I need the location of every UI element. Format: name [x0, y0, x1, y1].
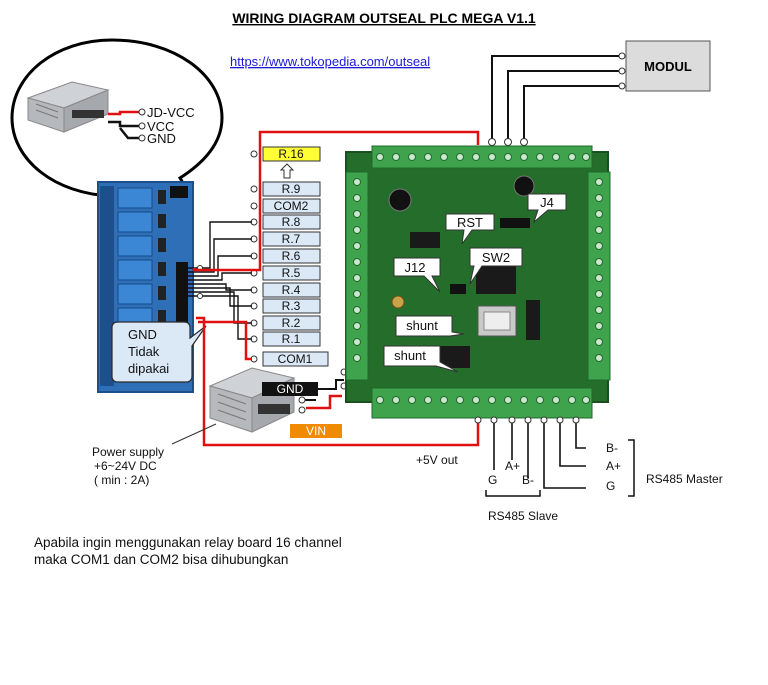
rs485-slave-bracket — [485, 490, 541, 497]
callout-sw2-label: SW2 — [482, 250, 510, 265]
terminal-label-com2: COM2 — [274, 199, 309, 213]
terminal-label-r8: R.8 — [282, 215, 301, 229]
ps-caption: Power supply +6~24V DC ( min : 2A) — [92, 445, 164, 487]
rs485-slave-g: G — [488, 473, 497, 487]
terminal-label-r7: R.7 — [282, 232, 301, 246]
modul-pins — [488, 52, 626, 146]
callout-j4-label: J4 — [540, 195, 554, 210]
ps-gnd-label: GND — [277, 382, 304, 396]
terminal-label-com1: COM1 — [278, 352, 313, 366]
footer-note: Apabila ingin menggunakan relay board 16… — [34, 534, 454, 568]
callout-j4: J4 — [527, 193, 567, 224]
callout-j12-label: J12 — [405, 260, 426, 275]
callout-shunt-upper: shunt — [395, 315, 465, 337]
gnd-note-bubble: GND Tidak dipakai — [111, 321, 207, 383]
terminal-label-r6: R.6 — [282, 249, 301, 263]
ps-caption-line-2: +6~24V DC — [94, 459, 157, 473]
footer-note-line-2: maka COM1 dan COM2 bisa dihubungkan — [34, 552, 289, 567]
terminal-r1: R.1 — [250, 331, 321, 347]
rs485-slave-title: RS485 Slave — [488, 509, 558, 523]
gnd-note-line-3: dipakai — [128, 361, 169, 376]
inset-gnd-label: GND — [147, 131, 176, 146]
diagram-title: WIRING DIAGRAM OUTSEAL PLC MEGA V1.1 — [232, 10, 536, 26]
power-inset-bubble: JD-VCC VCC GND — [10, 38, 224, 198]
inset-jd-vcc-label: JD-VCC — [147, 105, 195, 120]
terminal-label-r3: R.3 — [282, 299, 301, 313]
terminal-r4: R.4 — [250, 282, 321, 298]
terminal-label-r5: R.5 — [282, 266, 301, 280]
terminal-r5: R.5 — [250, 265, 321, 281]
rs485-master-a: A+ — [606, 459, 621, 473]
inset-vcc-label: VCC — [147, 119, 174, 134]
callout-rst: RST — [445, 213, 495, 245]
ps-pointer-line — [171, 423, 217, 445]
callout-shunt-lower: shunt — [383, 345, 459, 373]
relay-terminal-list: R.16 R.9 COM2 R.8 R.7 R.6 — [250, 146, 329, 367]
terminal-r6: R.6 — [250, 248, 321, 264]
terminal-r2: R.2 — [250, 315, 321, 331]
rs485-master-g: G — [606, 479, 615, 493]
rs485-master-title: RS485 Master — [646, 472, 723, 486]
terminal-r16: R.16 — [250, 146, 321, 162]
plc-board — [345, 145, 611, 419]
terminal-label-r9: R.9 — [282, 182, 301, 196]
rs485-wires — [493, 420, 586, 489]
terminal-com1: COM1 — [250, 351, 329, 367]
gnd-note-line-2: Tidak — [128, 344, 160, 359]
rs485-master-bracket — [628, 439, 635, 497]
terminal-label-r4: R.4 — [282, 283, 301, 297]
modul-wires — [491, 55, 622, 140]
terminal-r3: R.3 — [250, 298, 321, 314]
ps-vin-tag: VIN — [290, 424, 342, 438]
red-power-wires — [192, 130, 480, 447]
callout-sw2: SW2 — [469, 247, 523, 285]
ps-vin-label: VIN — [306, 424, 326, 438]
modul-box: MODUL — [625, 40, 711, 92]
terminal-label-r2: R.2 — [282, 316, 301, 330]
store-link[interactable]: https://www.tokopedia.com/outseal — [230, 54, 430, 69]
terminal-r7: R.7 — [250, 231, 321, 247]
callout-shunt-upper-label: shunt — [406, 318, 438, 333]
terminal-com2: COM2 — [250, 198, 321, 214]
mini-power-supply-image — [26, 81, 110, 133]
modul-label: MODUL — [644, 59, 692, 74]
power-supply-image — [208, 367, 296, 433]
terminal-label-r16: R.16 — [278, 147, 304, 161]
rs485-5v-out-label: +5V out — [416, 453, 458, 467]
terminal-r8: R.8 — [250, 214, 321, 230]
ps-caption-line-3: ( min : 2A) — [94, 473, 149, 487]
ps-gnd-tag: GND — [262, 382, 318, 396]
rs485-master-b: B- — [606, 441, 618, 455]
footer-note-line-1: Apabila ingin menggunakan relay board 16… — [34, 535, 342, 550]
terminal-label-r1: R.1 — [282, 332, 301, 346]
callout-j12: J12 — [393, 257, 441, 293]
callout-rst-label: RST — [457, 215, 483, 230]
callout-shunt-lower-label: shunt — [394, 348, 426, 363]
ps-caption-line-1: Power supply — [92, 445, 164, 459]
gnd-note-line-1: GND — [128, 327, 157, 342]
up-arrow-icon — [279, 163, 295, 179]
rs485-slave-a: A+ — [505, 459, 520, 473]
terminal-r9: R.9 — [250, 181, 321, 197]
rs485-slave-b: B- — [522, 473, 534, 487]
